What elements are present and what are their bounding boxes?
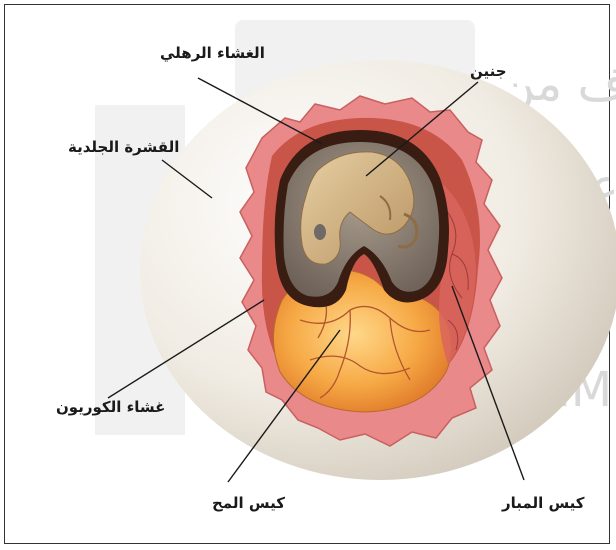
embryo-eye	[314, 224, 326, 240]
label-yolk-sac: كيس المح	[212, 494, 285, 512]
label-amnion: الغشاء الرهلي	[160, 44, 265, 62]
label-chorion: غشاء الكوريون	[56, 398, 165, 416]
label-embryo: جنين	[470, 62, 507, 80]
label-shell: القشرة الجلدية	[68, 138, 179, 156]
label-allantois: كيس المبار	[502, 494, 585, 512]
